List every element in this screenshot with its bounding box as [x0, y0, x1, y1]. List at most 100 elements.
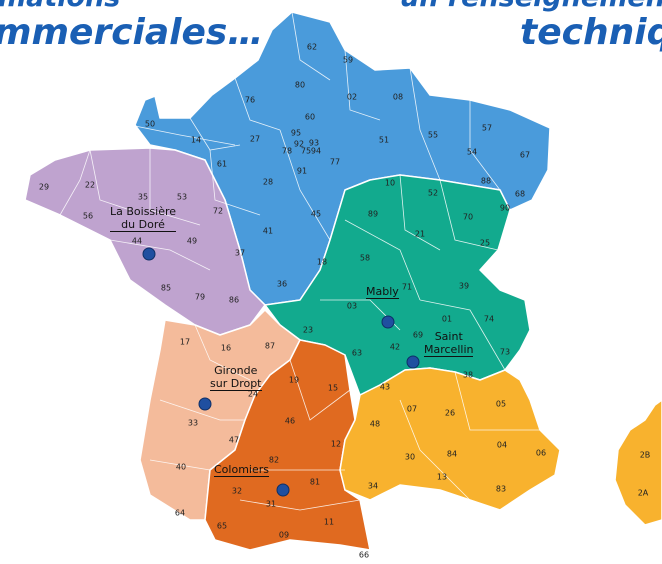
department-label-41: 41 — [262, 226, 274, 236]
department-label-49: 49 — [186, 236, 198, 246]
location-marker-icon[interactable] — [381, 315, 395, 329]
department-label-08: 08 — [392, 92, 404, 102]
department-label-28: 28 — [262, 177, 274, 187]
department-label-78: 78 — [281, 146, 293, 156]
department-border — [194, 324, 251, 381]
department-label-69: 69 — [412, 330, 424, 340]
department-label-2b: 2B — [639, 450, 651, 460]
department-label-22: 22 — [84, 180, 96, 190]
department-label-42: 42 — [389, 342, 401, 352]
department-label-52: 52 — [427, 188, 439, 198]
department-label-23: 23 — [302, 325, 314, 335]
region-south — [204, 339, 371, 551]
department-label-71: 71 — [401, 282, 413, 292]
department-label-91: 91 — [296, 166, 308, 176]
department-label-57: 57 — [481, 123, 493, 133]
location-marker-icon[interactable] — [142, 247, 156, 261]
department-label-65: 65 — [216, 521, 228, 531]
department-label-59: 59 — [342, 55, 354, 65]
location-marker-icon[interactable] — [198, 397, 212, 411]
city-label-line: sur Dropt — [210, 377, 262, 391]
department-border — [129, 124, 236, 146]
city-label-line: Colomiers — [214, 463, 269, 477]
department-label-17: 17 — [179, 337, 191, 347]
department-label-15: 15 — [327, 383, 339, 393]
department-label-03: 03 — [346, 301, 358, 311]
department-border — [89, 149, 131, 211]
department-label-33: 33 — [187, 418, 199, 428]
department-label-24: 24 — [247, 389, 259, 399]
department-label-11: 11 — [323, 517, 335, 527]
department-border — [59, 149, 91, 216]
department-label-44: 44 — [131, 236, 143, 246]
location-marker-icon[interactable] — [276, 483, 290, 497]
department-border — [279, 129, 331, 241]
heading-right-line1: un renseignemen — [400, 0, 662, 13]
department-label-05: 05 — [495, 399, 507, 409]
department-label-38: 38 — [462, 370, 474, 380]
department-label-83: 83 — [495, 484, 507, 494]
department-label-84: 84 — [446, 449, 458, 459]
department-label-2a: 2A — [637, 488, 649, 498]
department-border — [344, 49, 381, 121]
city-label-line: Marcellin — [424, 343, 474, 357]
department-label-32: 32 — [231, 486, 243, 496]
department-label-82: 82 — [268, 455, 280, 465]
city-label-line: Mably — [366, 285, 399, 299]
department-label-70: 70 — [462, 212, 474, 222]
department-label-61: 61 — [216, 159, 228, 169]
city-label-line: Gironde — [214, 364, 258, 377]
department-label-89: 89 — [367, 209, 379, 219]
department-label-60: 60 — [304, 112, 316, 122]
department-border — [399, 399, 471, 501]
department-label-55: 55 — [427, 130, 439, 140]
city-label-line: du Doré — [110, 218, 177, 232]
department-label-21: 21 — [414, 229, 426, 239]
department-label-66: 66 — [358, 550, 370, 560]
department-label-25: 25 — [479, 238, 491, 248]
department-label-79: 79 — [194, 292, 206, 302]
department-label-45: 45 — [310, 209, 322, 219]
department-label-76: 76 — [244, 95, 256, 105]
department-label-94: 94 — [310, 146, 322, 156]
department-label-73: 73 — [499, 347, 511, 357]
department-label-72: 72 — [212, 206, 224, 216]
department-label-26: 26 — [444, 408, 456, 418]
department-label-90: 90 — [499, 203, 511, 213]
department-border — [234, 77, 281, 131]
department-border — [399, 174, 441, 251]
department-label-75: 75 — [300, 146, 312, 156]
department-label-51: 51 — [378, 135, 390, 145]
department-border — [289, 359, 351, 421]
department-label-30: 30 — [404, 452, 416, 462]
department-label-81: 81 — [309, 477, 321, 487]
department-label-74: 74 — [483, 314, 495, 324]
department-border — [469, 100, 501, 191]
department-label-39: 39 — [458, 281, 470, 291]
department-label-95: 95 — [290, 128, 302, 138]
department-label-35: 35 — [137, 192, 149, 202]
department-label-04: 04 — [496, 440, 508, 450]
heading-left-line2: mmerciales… — [0, 12, 264, 53]
department-border — [344, 219, 421, 301]
department-border — [159, 399, 245, 421]
department-label-19: 19 — [288, 375, 300, 385]
department-label-31: 31 — [265, 499, 277, 509]
department-label-43: 43 — [379, 382, 391, 392]
department-label-68: 68 — [514, 189, 526, 199]
location-marker-icon[interactable] — [406, 355, 420, 369]
department-label-40: 40 — [175, 462, 187, 472]
department-label-53: 53 — [176, 192, 188, 202]
department-border — [409, 67, 441, 181]
department-label-07: 07 — [406, 404, 418, 414]
department-label-09: 09 — [278, 530, 290, 540]
department-border — [239, 499, 361, 511]
department-label-87: 87 — [264, 341, 276, 351]
department-label-37: 37 — [234, 248, 246, 258]
department-label-46: 46 — [284, 416, 296, 426]
department-label-56: 56 — [82, 211, 94, 221]
department-label-14: 14 — [190, 135, 202, 145]
department-border — [209, 149, 261, 216]
